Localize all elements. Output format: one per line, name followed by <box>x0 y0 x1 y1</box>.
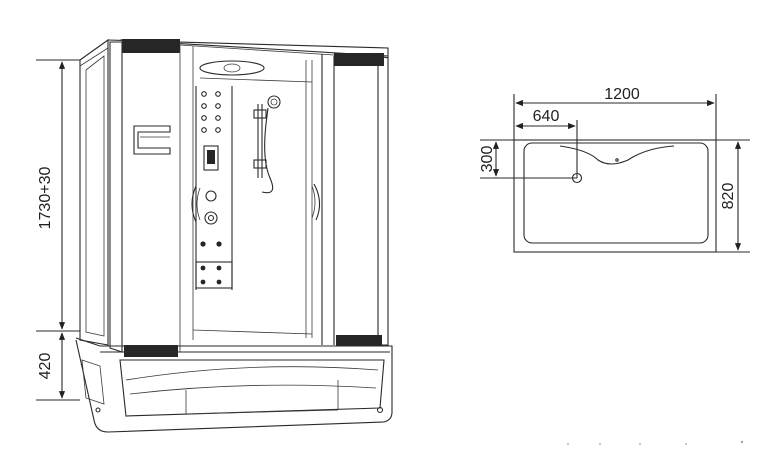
top-right-corner-block <box>334 53 384 66</box>
bottom-right-corner-block <box>336 335 382 346</box>
basin-contour <box>559 145 675 165</box>
drain-y-dimension: 300 <box>479 139 577 179</box>
base-height-label: 420 <box>37 353 54 380</box>
left-fixed-panel <box>109 41 194 357</box>
front-height-label: 1730+30 <box>37 167 54 230</box>
plan-width-label: 1200 <box>604 86 640 103</box>
back-panel <box>191 60 313 290</box>
left-door-handle <box>191 185 197 223</box>
drain-icon <box>571 172 583 184</box>
depth-dimension: 820 <box>716 139 750 253</box>
towel-rack-icon <box>133 125 171 155</box>
sliding-doors <box>192 54 335 345</box>
top-frame <box>107 39 389 66</box>
scan-specks <box>567 440 744 445</box>
body-jets <box>201 91 221 133</box>
drain-y-label: 300 <box>479 146 496 173</box>
ceiling-lamp-icon <box>199 60 265 76</box>
plan-outline <box>513 139 717 253</box>
width-dimension: 1200 <box>513 86 717 140</box>
cabin-front-view: 1730+30 420 <box>36 38 393 433</box>
plan-depth-label: 820 <box>720 183 737 210</box>
drain-x-dimension: 640 <box>515 108 578 178</box>
diverter-knob-icon <box>204 211 218 225</box>
right-fixed-panel <box>336 55 389 346</box>
hand-shower <box>253 95 281 194</box>
right-door-handle <box>313 183 321 221</box>
left-side-wall <box>79 38 109 346</box>
bathtub-base <box>75 337 393 433</box>
tub-basin <box>523 142 709 244</box>
top-left-corner-block <box>122 39 180 53</box>
bottom-left-corner-block <box>124 345 178 357</box>
plan-view: 1200 640 300 820 <box>479 86 750 253</box>
mixer-knob-icon <box>205 190 217 202</box>
height-dimension: 1730+30 420 <box>36 59 80 401</box>
shower-head-icon <box>267 95 281 109</box>
control-panel-display <box>203 145 219 171</box>
drain-x-label: 640 <box>533 108 560 125</box>
